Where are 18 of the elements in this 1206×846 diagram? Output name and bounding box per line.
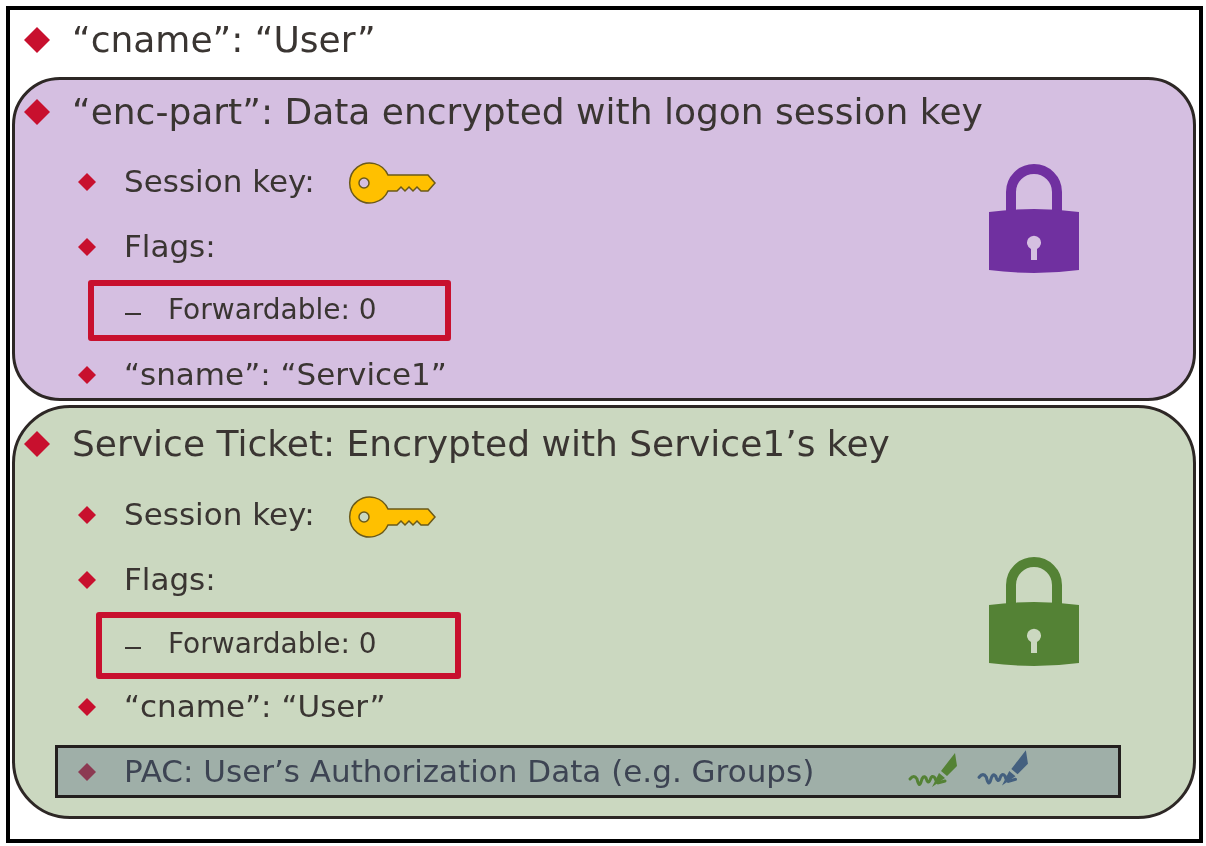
list-item: Flags:: [124, 562, 216, 598]
list-item: Session key:: [124, 164, 315, 200]
list-item: Session key:: [124, 497, 315, 533]
list-item: PAC: User’s Authorization Data (e.g. Groups): [124, 754, 815, 790]
message-frame: [6, 6, 1203, 843]
service-ticket-panel: [12, 405, 1196, 819]
list-item: “sname”: “Service1”: [124, 357, 447, 393]
section-heading: “enc-part”: Data encrypted with logon session key: [72, 91, 983, 133]
encrypted-part-panel: [12, 77, 1196, 401]
authorization-data-bar: [55, 745, 1121, 798]
highlight-box: [88, 280, 451, 341]
flag-text: Forwardable: 0: [168, 293, 377, 327]
flag-text: Forwardable: 0: [168, 627, 377, 661]
section-heading: Service Ticket: Encrypted with Service1’s key: [72, 423, 890, 465]
list-item: “cname”: “User”: [124, 689, 386, 725]
list-item: “cname”: “User”: [72, 19, 376, 61]
highlight-box: [96, 612, 461, 679]
list-item: Flags:: [124, 229, 216, 265]
